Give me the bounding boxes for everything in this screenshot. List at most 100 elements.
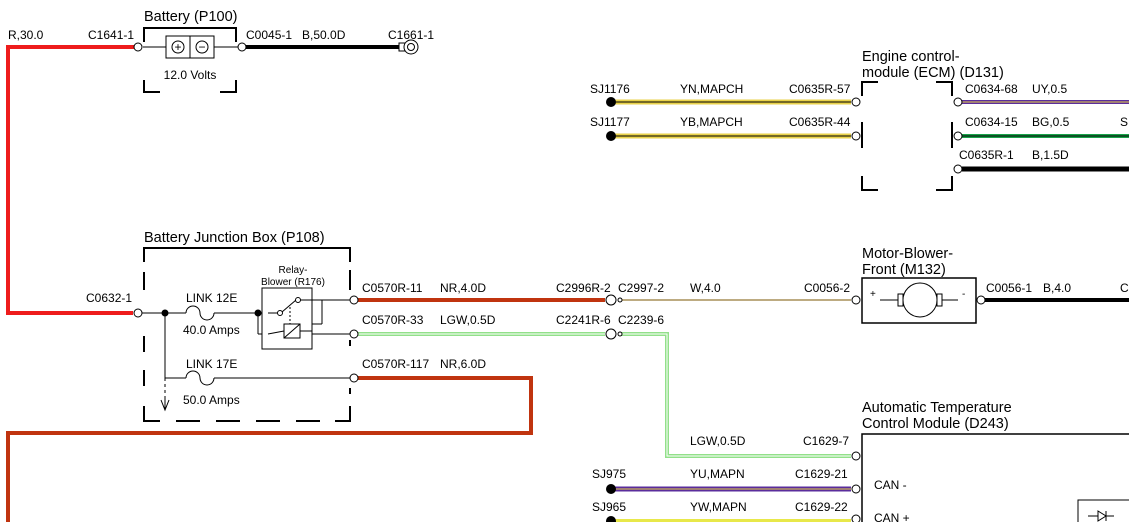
blower-motor-symbol	[861, 277, 977, 324]
label-sj1177: SJ1177	[590, 115, 630, 129]
label-c-cut: C	[1120, 281, 1129, 295]
battery-symbol	[143, 27, 238, 93]
label-c0570r-117: C0570R-117	[362, 357, 429, 371]
wire-lgw-b-core	[620, 333, 851, 457]
ecm-title-line1: Engine control-	[862, 49, 960, 65]
battery-minus: −	[198, 40, 205, 54]
link-17e-rating: 50.0 Amps	[183, 393, 240, 407]
splice-sj1177	[606, 131, 616, 141]
label-yw-mapn: YW,MAPN	[690, 500, 747, 514]
label-uy05: UY,0.5	[1032, 82, 1067, 96]
splice-sj975	[606, 484, 616, 494]
label-yu-mapn: YU,MAPN	[690, 467, 745, 481]
label-bg05: BG,0.5	[1032, 115, 1070, 129]
label-c0045-1: C0045-1	[246, 28, 292, 42]
label-c2997-2: C2997-2	[618, 281, 664, 295]
splice-sj1176	[606, 97, 616, 107]
wire-r30	[6, 45, 135, 315]
relay-label-line1: Relay-	[279, 265, 308, 276]
connector-c0632-1	[133, 308, 143, 318]
label-c1629-21: C1629-21	[795, 467, 848, 481]
label-c0632-1: C0632-1	[86, 291, 132, 305]
connector-c1641-1	[133, 42, 143, 52]
connector-c0635r-44	[851, 131, 861, 141]
connector-c0056-1	[976, 295, 986, 305]
link-17e-fuse	[185, 370, 215, 386]
blower-minus: -	[962, 289, 965, 300]
connector-c1629-22	[851, 514, 861, 522]
atc-module-outline	[861, 433, 1129, 522]
label-c0634-68: C0634-68	[965, 82, 1018, 96]
label-lgw05d: LGW,0.5D	[440, 313, 496, 327]
atc-title-line1: Automatic Temperature	[862, 400, 1012, 416]
atc-pin-can-plus: CAN +	[874, 511, 910, 522]
blower-title-line1: Motor-Blower-	[862, 246, 953, 262]
connector-c0634-68	[953, 97, 963, 107]
relay-blower-symbol	[261, 287, 313, 350]
label-c1629-22: C1629-22	[795, 500, 848, 514]
bjb-outline	[143, 247, 351, 422]
relay-label-line2: Blower (R176)	[261, 277, 325, 288]
link-17e-name: LINK 17E	[186, 357, 237, 371]
label-c0634-15: C0634-15	[965, 115, 1018, 129]
label-c0635r-57: C0635R-57	[789, 82, 851, 96]
connector-c0045-1	[237, 42, 247, 52]
label-c0570r-33: C0570R-33	[362, 313, 424, 327]
label-sj1176: SJ1176	[590, 82, 630, 96]
link-12e-name: LINK 12E	[186, 291, 237, 305]
label-sj975: SJ975	[592, 467, 626, 481]
label-nr4: NR,4.0D	[440, 281, 486, 295]
connector-c1629-21	[851, 484, 861, 494]
label-w4: W,4.0	[690, 281, 721, 295]
ecm-title-line2: module (ECM) (D131)	[862, 65, 1004, 81]
blower-plus: +	[870, 289, 876, 300]
label-c2241r-6: C2241R-6	[556, 313, 611, 327]
label-b4: B,4.0	[1043, 281, 1071, 295]
blower-title-line2: Front (M132)	[862, 262, 946, 278]
label-yn-mapch: YN,MAPCH	[680, 82, 743, 96]
label-nr6: NR,6.0D	[440, 357, 486, 371]
label-c1661-1: C1661-1	[388, 28, 434, 42]
bjb-title: Battery Junction Box (P108)	[144, 230, 325, 246]
connector-c0570r-11	[349, 295, 359, 305]
inline-connector-c2996r-2	[605, 294, 623, 306]
label-sj965: SJ965	[592, 500, 626, 514]
ecm-outline	[861, 81, 953, 191]
label-c1629-7: C1629-7	[803, 434, 849, 448]
label-c0635r-44: C0635R-44	[789, 115, 851, 129]
atc-pin-can-minus: CAN -	[874, 478, 907, 492]
splice-sj965	[606, 516, 616, 522]
connector-c1629-7	[851, 451, 861, 461]
link-12e-rating: 40.0 Amps	[183, 323, 240, 337]
junction-dot	[161, 309, 169, 317]
label-c0570r-11: C0570R-11	[362, 281, 423, 295]
label-r30: R,30.0	[8, 28, 44, 42]
label-b50: B,50.0D	[302, 28, 346, 42]
label-b15d: B,1.5D	[1032, 148, 1069, 162]
label-c2239-6: C2239-6	[618, 313, 664, 327]
atc-title-line2: Control Module (D243)	[862, 416, 1009, 432]
label-c0635r-1: C0635R-1	[959, 148, 1014, 162]
connector-c0056-2	[851, 295, 861, 305]
connector-c0635r-1	[953, 164, 963, 174]
label-s-cut: S	[1120, 115, 1128, 129]
label-yb-mapch: YB,MAPCH	[680, 115, 743, 129]
link-12e-fuse	[185, 305, 215, 321]
battery-voltage: 12.0 Volts	[164, 68, 217, 82]
label-c1641-1: C1641-1	[88, 28, 134, 42]
connector-c0570r-117	[349, 373, 359, 383]
battery-title: Battery (P100)	[144, 9, 238, 25]
junction-dot	[254, 309, 262, 317]
bjb-internal	[142, 299, 354, 400]
label-c0056-2: C0056-2	[804, 281, 850, 295]
wire-nr6	[6, 376, 533, 522]
label-c0056-1: C0056-1	[986, 281, 1032, 295]
connector-c0570r-33	[349, 329, 359, 339]
arrow-down-icon	[160, 398, 170, 412]
connector-c0634-15	[953, 131, 963, 141]
label-lgw05d-2: LGW,0.5D	[690, 434, 746, 448]
ground-eyelet-icon	[398, 39, 419, 55]
connector-c0635r-57	[851, 97, 861, 107]
inline-connector-c2241r-6	[605, 328, 623, 340]
